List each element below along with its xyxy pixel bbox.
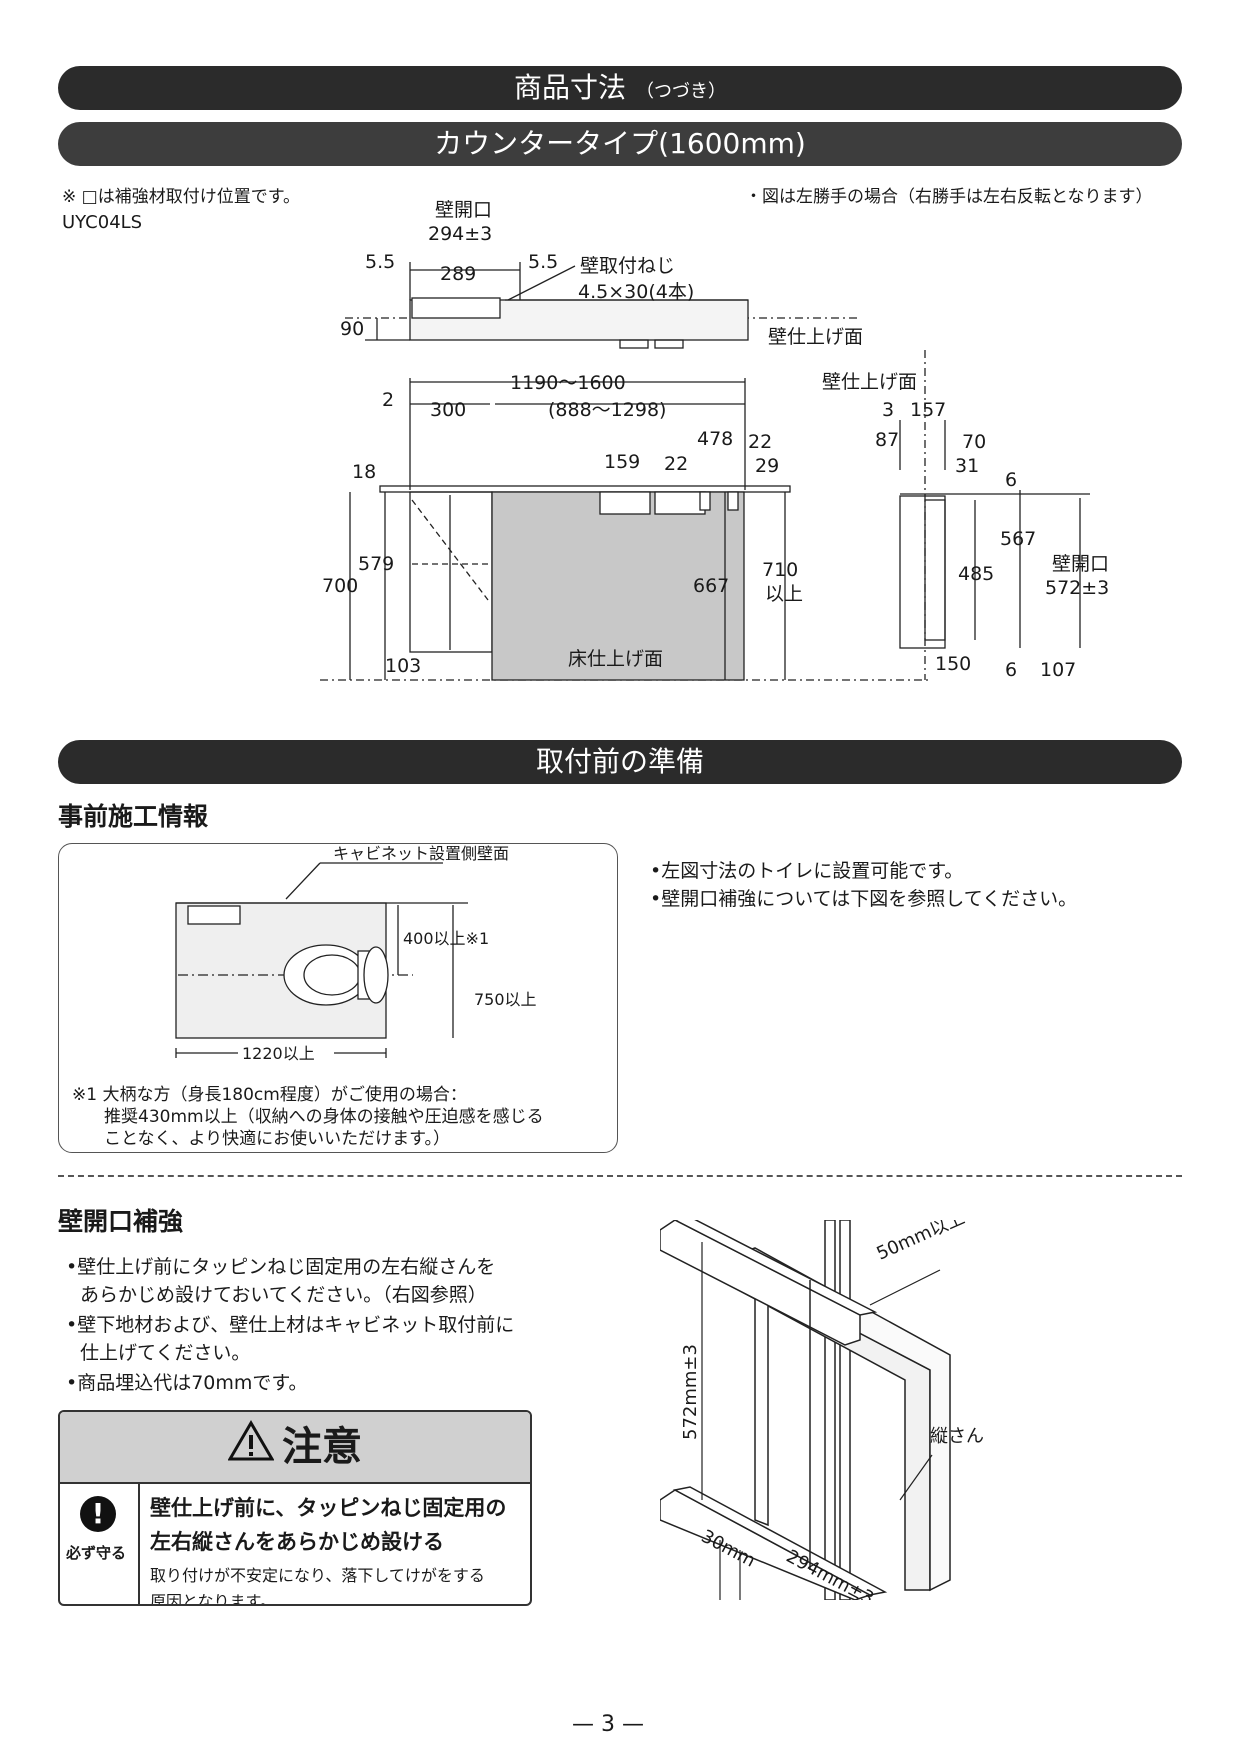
- footnote-line-3: ことなく、より快適にお使いいただけます。）: [104, 1129, 450, 1149]
- top-width: 289: [440, 263, 476, 285]
- warning-triangle-icon: [227, 1414, 275, 1484]
- exclamation-circle-icon: !: [80, 1496, 116, 1532]
- screw-spec: 4.5×30(4本): [578, 281, 694, 303]
- caution-main-2: 左右縦さんをあらかじめ設ける: [150, 1530, 444, 1554]
- front-159: 159: [604, 451, 640, 473]
- front-22a: 22: [748, 431, 772, 453]
- top-wall-opening: 壁開口: [435, 199, 492, 221]
- front-700: 700: [322, 575, 358, 597]
- pre-construction-heading: 事前施工情報: [58, 802, 209, 831]
- model-number: UYC04LS: [62, 212, 143, 233]
- caution-main-1: 壁仕上げ前に、タッピンねじ固定用の: [150, 1496, 507, 1520]
- front-710-note: 以上: [765, 583, 803, 605]
- front-offset: 2: [382, 389, 394, 411]
- side-485: 485: [958, 563, 994, 585]
- front-cabinet-width: 300: [430, 399, 466, 421]
- page-number: — 3 —: [572, 1712, 644, 1737]
- top-depth: 90: [340, 318, 364, 340]
- reinforce-bullet-2a: •壁下地材および、壁仕上材はキャビネット取付前に: [66, 1314, 515, 1336]
- section-divider: [58, 1175, 1182, 1177]
- front-floor: 床仕上げ面: [568, 648, 663, 670]
- prep-bullet-1: •左図寸法のトイレに設置可能です。: [650, 860, 964, 882]
- reinforce-bullet-2b: 仕上げてください。: [80, 1342, 251, 1364]
- front-18: 18: [352, 461, 376, 483]
- reinforcement-heading: 壁開口補強: [58, 1207, 184, 1236]
- front-29: 29: [755, 455, 779, 477]
- side-3: 3: [882, 399, 894, 421]
- side-150: 150: [935, 653, 971, 675]
- side-6a: 6: [1005, 469, 1017, 491]
- front-579: 579: [358, 553, 394, 575]
- caution-content: 壁仕上げ前に、タッピンねじ固定用の 左右縦さんをあらかじめ設ける 取り付けが不安…: [150, 1492, 522, 1606]
- dimension-drawings: 壁開口 294±3 5.5 289 5.5 壁取付ねじ 4.5×30(4本) 9…: [320, 199, 1109, 681]
- must-follow-panel: ! 必ず守る: [60, 1484, 140, 1604]
- side-157: 157: [910, 399, 946, 421]
- front-counter-range: (888～1298): [548, 399, 666, 421]
- wall-framing-diagram: 50mm以上 572mm±3 縦さん 30mm 294mm±3: [660, 1220, 984, 1600]
- side-31: 31: [955, 455, 979, 477]
- reinforcement-mark-note: ※ □は補強材取付け位置です。: [62, 187, 301, 207]
- caution-title: 注意: [282, 1424, 362, 1470]
- dimension-400: 400以上※1: [403, 929, 489, 948]
- screw-label: 壁取付ねじ: [580, 255, 675, 277]
- side-567: 567: [1000, 528, 1036, 550]
- toilet-space-diagram: キャビネット設置側壁面 400以上※1 750以上 1220以上: [175, 844, 537, 1063]
- handedness-note: ・図は左勝手の場合（右勝手は左右反転となります）: [745, 187, 1153, 207]
- caution-sub-2: 原因となります。: [150, 1592, 276, 1606]
- section-header-preparation: 取付前の準備: [58, 740, 1182, 784]
- top-right-gap: 5.5: [528, 251, 558, 273]
- reinforce-bullet-1b: あらかじめ設けておいてください。（右図参照）: [80, 1284, 487, 1306]
- side-opening-value: 572±3: [1045, 577, 1109, 599]
- top-wall-opening-value: 294±3: [428, 223, 492, 245]
- front-103: 103: [385, 655, 421, 677]
- top-left-gap: 5.5: [365, 251, 395, 273]
- header-subtitle: カウンタータイプ(1600mm): [434, 127, 806, 160]
- dimension-50mm: 50mm以上: [873, 1220, 967, 1265]
- section-header-dimensions: 商品寸法 （つづき）: [58, 66, 1182, 110]
- dimension-1220: 1220以上: [242, 1044, 315, 1063]
- footnote-line-1: ※1 大柄な方（身長180cm程度）がご使用の場合：: [72, 1085, 467, 1105]
- caution-sub-1: 取り付けが不安定になり、落下してけがをする: [150, 1566, 485, 1585]
- front-667: 667: [693, 575, 729, 597]
- pre-construction-info-box: [58, 843, 618, 1153]
- side-70: 70: [962, 431, 986, 453]
- prep-bullet-2: •壁開口補強については下図を参照してください。: [650, 888, 1078, 910]
- side-6b: 6: [1005, 659, 1017, 681]
- header-title: 商品寸法: [513, 71, 626, 104]
- section-header-counter-type: カウンタータイプ(1600mm): [58, 122, 1182, 166]
- header-title-suffix: （つづき）: [636, 81, 726, 102]
- front-22b: 22: [664, 453, 688, 475]
- reinforce-bullet-3: •商品埋込代は70mmです。: [66, 1372, 308, 1394]
- front-710: 710: [762, 559, 798, 581]
- prep-bar-title: 取付前の準備: [535, 745, 704, 778]
- top-wall-finish: 壁仕上げ面: [768, 326, 863, 348]
- side-87: 87: [875, 429, 899, 451]
- cabinet-wall-label: キャビネット設置側壁面: [333, 844, 509, 863]
- side-wall-finish: 壁仕上げ面: [822, 371, 917, 393]
- must-follow-label: 必ず守る: [66, 1544, 127, 1562]
- caution-header: 注意: [60, 1412, 530, 1484]
- caution-box: 注意 ! 必ず守る 壁仕上げ前に、タッピンねじ固定用の 左右縦さんをあらかじめ設…: [58, 1410, 532, 1606]
- side-opening: 壁開口: [1052, 553, 1109, 575]
- front-478: 478: [697, 428, 733, 450]
- dimension-750: 750以上: [474, 990, 537, 1009]
- reinforce-bullet-1a: •壁仕上げ前にタッピンねじ固定用の左右縦さんを: [66, 1256, 496, 1278]
- side-107: 107: [1040, 659, 1076, 681]
- stud-label: 縦さん: [930, 1426, 984, 1447]
- footnote-line-2: 推奨430mm以上（収納への身体の接触や圧迫感を感じる: [104, 1107, 544, 1127]
- front-overall: 1190～1600: [510, 372, 626, 394]
- dimension-572mm: 572mm±3: [680, 1344, 701, 1440]
